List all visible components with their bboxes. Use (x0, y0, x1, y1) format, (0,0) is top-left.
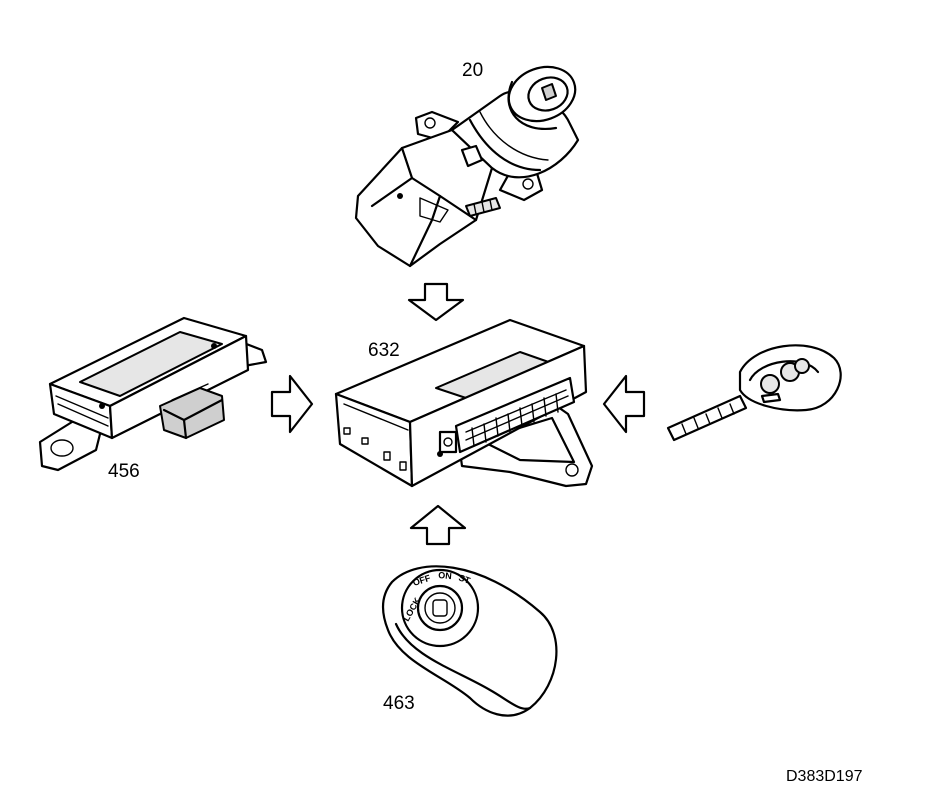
arrow-left-icon (602, 374, 646, 434)
label-control-module: 632 (368, 340, 400, 361)
remote-key-icon (666, 344, 842, 442)
receiver-module-icon (38, 316, 268, 472)
arrow-right-icon (270, 374, 314, 434)
label-ignition-switch: 20 (462, 60, 484, 81)
label-receiver-module: 456 (108, 461, 140, 482)
ignition-switch-icon (354, 65, 580, 268)
cover-st-marking: ST (457, 572, 472, 586)
figure-code: D383D197 (786, 768, 863, 785)
ignition-cover-icon: LOCK OFF ON ST (382, 565, 558, 717)
label-ignition-cover: 463 (383, 693, 415, 714)
arrow-down-icon (407, 282, 465, 322)
control-module-icon (334, 318, 594, 488)
arrow-up-icon (409, 504, 467, 546)
cover-on-marking: ON (438, 570, 452, 581)
